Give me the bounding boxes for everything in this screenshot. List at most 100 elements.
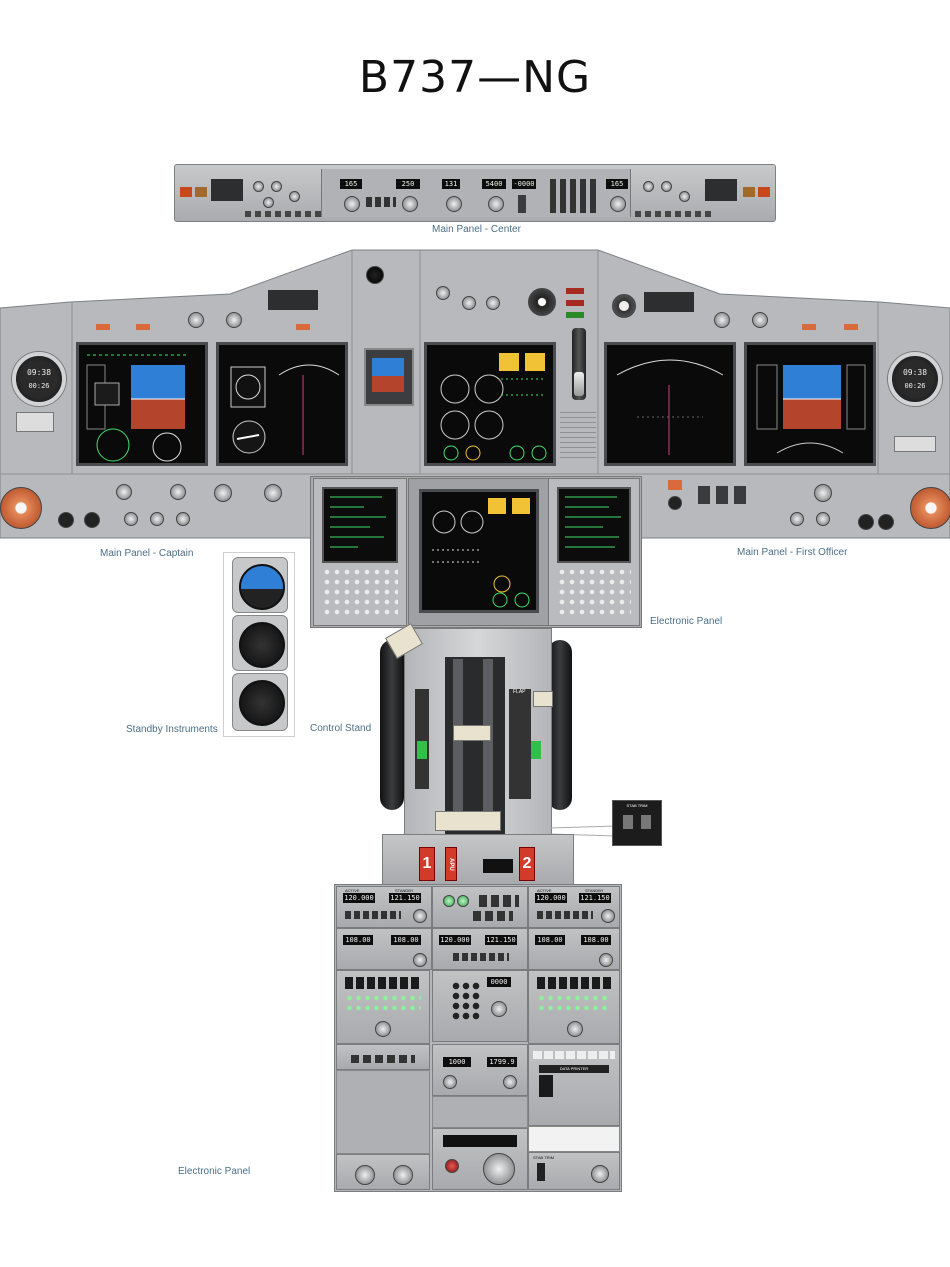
vhf-2-radio: ACTIVE STANDBY 120.000 121.150 bbox=[528, 886, 620, 928]
captain-nav-source-selector[interactable] bbox=[214, 484, 232, 502]
captain-nd bbox=[216, 342, 348, 466]
altitude-knob[interactable] bbox=[488, 196, 504, 212]
fo-pfd bbox=[744, 342, 876, 466]
captain-clock: 09:38 00:26 bbox=[12, 352, 66, 406]
vhf-2-active-label: ACTIVE bbox=[537, 888, 552, 893]
lighting-panel-left bbox=[336, 1154, 430, 1190]
apu-fire-handle[interactable]: APU bbox=[445, 847, 457, 881]
captain-cdu-keypad[interactable] bbox=[322, 567, 398, 619]
vhf-1-radio: ACTIVE STANDBY 120.000 121.150 bbox=[336, 886, 432, 928]
com-3-standby-freq: 121.150 bbox=[485, 935, 517, 945]
fo-clock-elapsed: 00:26 bbox=[904, 382, 926, 390]
altitude-window: 5400 bbox=[482, 179, 506, 189]
nav-2-radio: 108.00 108.00 bbox=[528, 928, 620, 970]
panel-light-knob[interactable] bbox=[393, 1165, 413, 1185]
brake-temp-knob[interactable] bbox=[366, 266, 384, 284]
start-levers[interactable] bbox=[435, 811, 501, 831]
transponder-mode-knob[interactable] bbox=[491, 1001, 507, 1017]
speed-knob[interactable] bbox=[402, 196, 418, 212]
nav-2-tune-knob[interactable] bbox=[599, 953, 613, 967]
adf-2-tune-knob[interactable] bbox=[503, 1075, 517, 1089]
captain-push-to-test[interactable] bbox=[58, 512, 74, 528]
captain-lower-du-selector[interactable] bbox=[226, 312, 242, 328]
captain-pfd bbox=[76, 342, 208, 466]
adf-radio-panel: 1000 1799.9 bbox=[432, 1044, 528, 1096]
fo-lower-du-selector[interactable] bbox=[714, 312, 730, 328]
fo-cdu-keypad[interactable] bbox=[557, 567, 631, 619]
adf-1-freq: 1000 bbox=[443, 1057, 471, 1067]
master-fire-warning-light[interactable] bbox=[180, 187, 192, 197]
vhf-1-active-freq: 120.000 bbox=[343, 893, 375, 903]
standby-altimeter bbox=[232, 673, 288, 731]
fo-master-caution-light[interactable] bbox=[743, 187, 755, 197]
adf-1-tune-knob[interactable] bbox=[443, 1075, 457, 1089]
fo-main-panel-du-selector[interactable] bbox=[752, 312, 768, 328]
captain-speaker-knob[interactable] bbox=[0, 487, 42, 529]
fo-speaker-knob[interactable] bbox=[910, 487, 950, 529]
vhf-2-standby-freq: 121.150 bbox=[579, 893, 611, 903]
below-gs-light[interactable] bbox=[566, 288, 584, 294]
fo-master-fire-warning-light[interactable] bbox=[758, 187, 770, 197]
master-caution-light[interactable] bbox=[195, 187, 207, 197]
fo-registration-decal bbox=[894, 436, 936, 452]
speed-brake-lever[interactable] bbox=[415, 689, 429, 789]
fuel-flow-switch[interactable] bbox=[436, 286, 450, 300]
autobrake-selector[interactable] bbox=[528, 288, 556, 316]
flap-lever-track[interactable] bbox=[509, 689, 531, 799]
flight-deck-door-knob[interactable] bbox=[591, 1165, 609, 1183]
captain-main-panel-du-switch[interactable] bbox=[116, 484, 132, 500]
mode-control-panel: 165 250 131 5400 -0000 165 bbox=[321, 169, 631, 217]
captain-cdu[interactable] bbox=[313, 478, 407, 626]
vhf-1-active-label: ACTIVE bbox=[345, 888, 360, 893]
ground-proximity-switches[interactable] bbox=[698, 486, 746, 504]
transponder-panel: 0000 bbox=[432, 970, 528, 1042]
fire-test-placard bbox=[483, 859, 513, 873]
stab-trim-wheel-left[interactable] bbox=[380, 640, 404, 810]
center-audio-panel bbox=[432, 886, 528, 928]
vert-speed-wheel[interactable] bbox=[518, 195, 526, 213]
fo-audio-selector[interactable] bbox=[567, 1021, 583, 1037]
lower-display-unit bbox=[419, 489, 539, 613]
transponder-keypad[interactable] bbox=[451, 981, 481, 1021]
stab-trim-cutout-label: STAB TRIM bbox=[533, 1155, 554, 1160]
stab-trim-inset-label: STAB TRIM bbox=[626, 803, 648, 808]
standby-airspeed-indicator bbox=[232, 615, 288, 671]
course-left-knob[interactable] bbox=[344, 196, 360, 212]
captain-mic-switch[interactable] bbox=[16, 412, 54, 432]
course-right-knob[interactable] bbox=[610, 196, 626, 212]
captain-main-panel-du-selector[interactable] bbox=[188, 312, 204, 328]
engine-1-fire-handle[interactable]: 1 bbox=[419, 847, 435, 881]
captain-audio-control-panel bbox=[336, 970, 430, 1044]
captain-display-source-selector[interactable] bbox=[264, 484, 282, 502]
label-main-panel-fo: Main Panel - First Officer bbox=[737, 547, 848, 558]
flap-lever[interactable] bbox=[533, 691, 553, 707]
fo-ground-prox-light[interactable] bbox=[668, 480, 682, 490]
fo-cdu[interactable] bbox=[548, 478, 640, 626]
nav-1-tune-knob[interactable] bbox=[413, 953, 427, 967]
thrust-levers[interactable] bbox=[453, 725, 491, 741]
engine-2-fire-handle[interactable]: 2 bbox=[519, 847, 535, 881]
vhf-1-tune-knob[interactable] bbox=[413, 909, 427, 923]
adf-2-freq: 1799.9 bbox=[487, 1057, 517, 1067]
data-printer-label: DATA PRINTER bbox=[539, 1065, 609, 1073]
rudder-trim-knob[interactable] bbox=[483, 1153, 515, 1185]
stab-trim-cutout-panel: STAB TRIM bbox=[528, 1152, 620, 1190]
rudder-trim-panel bbox=[432, 1128, 528, 1190]
com-3-radio: 120.000 121.150 bbox=[432, 928, 528, 970]
standby-attitude-indicator bbox=[232, 557, 288, 613]
fo-clock-knob bbox=[612, 294, 636, 318]
fo-main-panel-du-knob[interactable] bbox=[814, 484, 832, 502]
floor-light-knob[interactable] bbox=[355, 1165, 375, 1185]
stab-trim-cutout-switch[interactable] bbox=[537, 1163, 545, 1181]
vhf-1-standby-freq: 121.150 bbox=[389, 893, 421, 903]
vhf-2-tune-knob[interactable] bbox=[601, 909, 615, 923]
nav-2-active-freq: 108.00 bbox=[535, 935, 565, 945]
fo-autopilot-disconnect-annunciators bbox=[644, 292, 694, 312]
vhf-2-active-freq: 120.000 bbox=[535, 893, 567, 903]
captain-audio-selector[interactable] bbox=[375, 1021, 391, 1037]
integrated-standby-display bbox=[364, 348, 414, 406]
stab-trim-wheel-right[interactable] bbox=[548, 640, 572, 810]
heading-knob[interactable] bbox=[446, 196, 462, 212]
nav-2-standby-freq: 108.00 bbox=[581, 935, 611, 945]
printer-door[interactable] bbox=[539, 1075, 553, 1097]
